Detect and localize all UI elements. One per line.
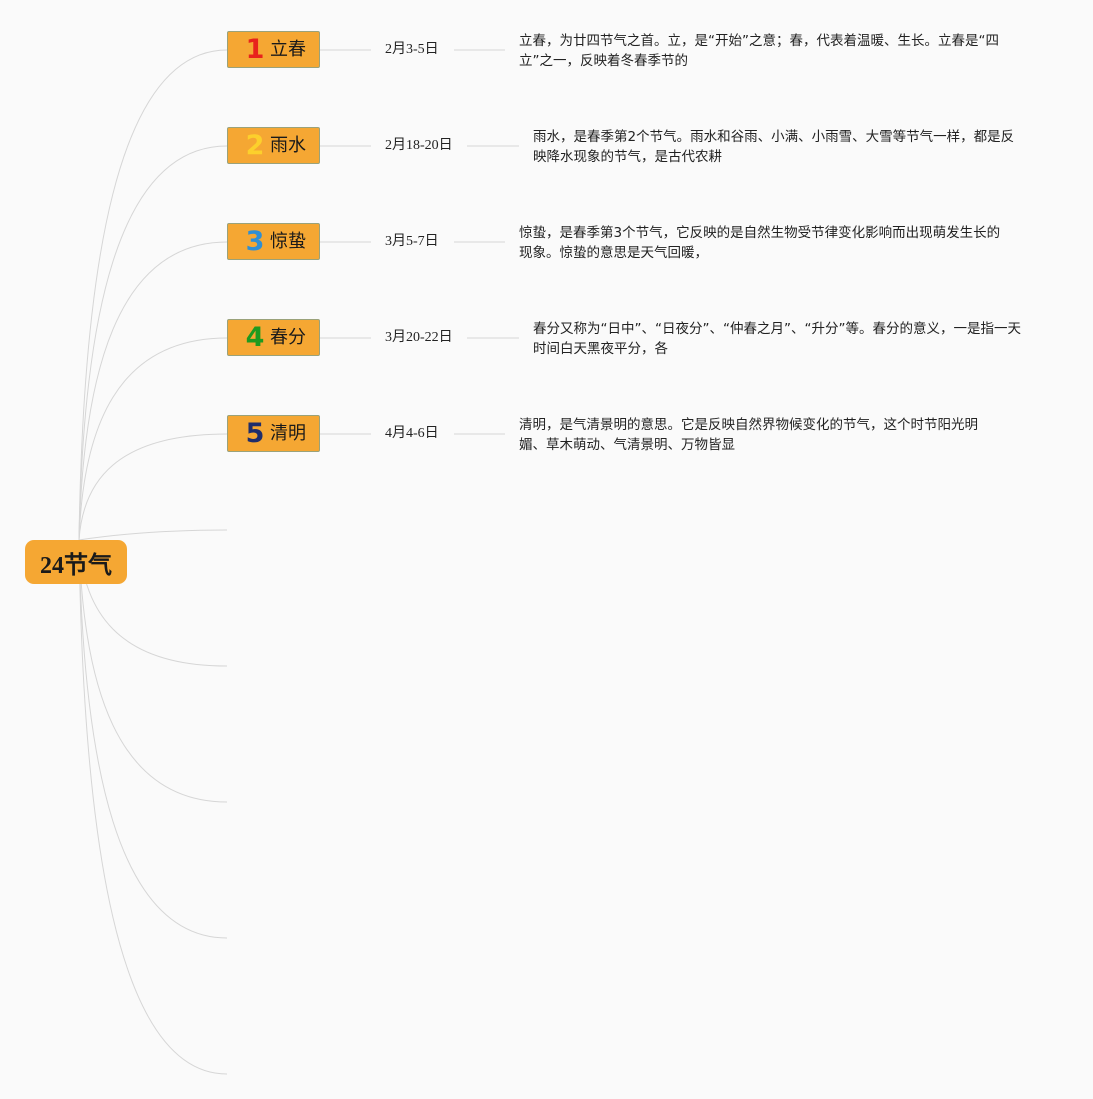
branch-line bbox=[78, 539, 228, 803]
root-label: 24节气 bbox=[40, 552, 112, 579]
description-node-2[interactable]: 雨水，是春季第2个节气。雨水和谷雨、小满、小雨雪、大雪等节气一样，都是反 映降水… bbox=[533, 127, 1014, 167]
description-line: 清明，是气清景明的意思。它是反映自然界物候变化的节气，这个时节阳光明 bbox=[519, 417, 978, 433]
root-node[interactable]: 24节气 bbox=[25, 540, 127, 584]
description-line: 现象。惊蛰的意思是天气回暖， bbox=[519, 245, 708, 261]
term-name: 春分 bbox=[270, 326, 306, 348]
description-line: 立”之一，反映着冬春季节的 bbox=[519, 53, 688, 69]
number-5-icon: 5 bbox=[245, 418, 265, 449]
date-node-4[interactable]: 3月20-22日 bbox=[385, 330, 453, 345]
description-node-1[interactable]: 立春，为廿四节气之首。立，是“开始”之意；春，代表着温暖、生长。立春是“四 立”… bbox=[519, 31, 999, 71]
term-node-5[interactable]: 5 清明 bbox=[227, 415, 320, 452]
term-node-2[interactable]: 2 雨水 bbox=[227, 127, 320, 164]
branch-line bbox=[78, 145, 228, 541]
description-line: 媚、草木萌动、气清景明、万物皆显 bbox=[519, 437, 735, 453]
term-name: 清明 bbox=[270, 422, 306, 444]
branch-line bbox=[78, 49, 228, 541]
term-node-1[interactable]: 1 立春 bbox=[227, 31, 320, 68]
branch-line bbox=[78, 529, 228, 541]
term-name: 立春 bbox=[270, 38, 306, 60]
number-1-icon: 1 bbox=[245, 34, 265, 65]
description-line: 立春，为廿四节气之首。立，是“开始”之意；春，代表着温暖、生长。立春是“四 bbox=[519, 33, 999, 49]
branch-line bbox=[78, 539, 228, 939]
description-node-4[interactable]: 春分又称为“日中”、“日夜分”、“仲春之月”、“升分”等。春分的意义，一是指一天… bbox=[533, 319, 1021, 359]
date-node-3[interactable]: 3月5-7日 bbox=[385, 234, 439, 249]
number-3-icon: 3 bbox=[245, 226, 265, 257]
term-name: 雨水 bbox=[270, 134, 306, 156]
number-4-icon: 4 bbox=[245, 322, 265, 353]
description-node-3[interactable]: 惊蛰，是春季第3个节气，它反映的是自然生物受节律变化影响而出现萌发生长的 现象。… bbox=[519, 223, 1000, 263]
description-line: 时间白天黑夜平分，各 bbox=[533, 341, 668, 357]
number-2-icon: 2 bbox=[245, 130, 265, 161]
description-line: 春分又称为“日中”、“日夜分”、“仲春之月”、“升分”等。春分的意义，一是指一天 bbox=[533, 321, 1021, 337]
term-name: 惊蛰 bbox=[270, 230, 306, 252]
term-node-4[interactable]: 4 春分 bbox=[227, 319, 320, 356]
description-line: 映降水现象的节气，是古代农耕 bbox=[533, 149, 722, 165]
branch-line bbox=[78, 539, 228, 1075]
description-line: 惊蛰，是春季第3个节气，它反映的是自然生物受节律变化影响而出现萌发生长的 bbox=[519, 225, 1001, 241]
date-node-2[interactable]: 2月18-20日 bbox=[385, 138, 453, 153]
date-node-1[interactable]: 2月3-5日 bbox=[385, 42, 439, 57]
description-line: 雨水，是春季第2个节气。雨水和谷雨、小满、小雨雪、大雪等节气一样，都是反 bbox=[533, 129, 1015, 145]
date-node-5[interactable]: 4月4-6日 bbox=[385, 426, 439, 441]
branch-line bbox=[78, 241, 228, 541]
branch-line bbox=[78, 337, 228, 541]
branch-line bbox=[78, 433, 228, 541]
term-node-3[interactable]: 3 惊蛰 bbox=[227, 223, 320, 260]
description-node-5[interactable]: 清明，是气清景明的意思。它是反映自然界物候变化的节气，这个时节阳光明 媚、草木萌… bbox=[519, 415, 978, 455]
